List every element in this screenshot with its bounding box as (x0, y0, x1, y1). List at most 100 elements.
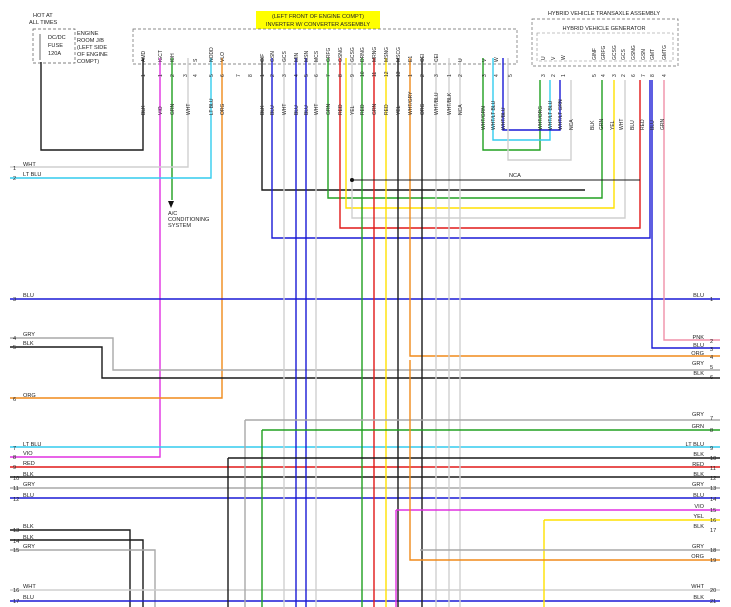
wire-blk-row-13 (10, 529, 131, 607)
ac-line-1: A/C (168, 211, 177, 217)
inverter-pin-name: GRFG (326, 47, 332, 62)
generator-pin-name: W (561, 55, 567, 60)
right-wire-label: GRN (692, 424, 704, 430)
generator-pin-name: GMTG (662, 45, 668, 60)
generator-wire-color: WHT/GRN (481, 106, 487, 130)
generator-pin-number: 4 (662, 74, 668, 77)
wire-gen-v (492, 58, 551, 141)
inverter-pin-name: U (458, 58, 464, 62)
wire-blu-gsn (271, 58, 651, 239)
generator-pin-name: GRFG (601, 45, 607, 60)
left-connector-number: 1 (13, 166, 16, 172)
right-connector-number: 6 (710, 375, 713, 381)
inverter-pin-name: VLO (220, 52, 226, 62)
inverter-pin-number: 2 (420, 74, 426, 77)
inverter-pin-name: S (193, 58, 199, 62)
transaxle-outline (531, 18, 679, 67)
inverter-pin-name: GCS (282, 51, 288, 63)
right-connector-number: 9 (710, 446, 713, 452)
inverter-pin-name: MCS (314, 50, 320, 62)
left-connector-number: 6 (13, 397, 16, 403)
fuse-block: HOT AT ALL TIMES DC/DC FUSE 120A ENGINE … (29, 13, 108, 65)
right-connector-number: 13 (710, 486, 716, 492)
wire-wht-drng (351, 58, 626, 219)
inverter-pin-number: 3 (183, 74, 189, 77)
generator-pin-name: GINF (592, 48, 598, 60)
left-connector-number: 10 (13, 476, 19, 482)
fuse-location-3: (LEFT SIDE (77, 45, 107, 51)
left-wire-label: GRY (23, 332, 35, 338)
inverter-wire-color: GRN (372, 104, 378, 116)
right-connector-number: 12 (710, 476, 716, 482)
right-connector-number: 4 (710, 355, 713, 361)
generator-wire-color: GRN (599, 119, 605, 131)
generator-pin-name: GMT (650, 49, 656, 60)
generator-wire-color: GRN (660, 119, 666, 131)
inverter-wire-color: BLU (304, 105, 310, 115)
wire-org-cei (409, 58, 720, 357)
wire-blk-row-5 (10, 346, 720, 379)
inverter-wire-color: GRN (326, 104, 332, 116)
inverter-wire-color: RED (338, 104, 344, 115)
generator-wire-color: RED (640, 119, 646, 130)
inverter-pin-number: 12 (384, 71, 390, 77)
inverter-wire-color: ORG (220, 104, 226, 116)
left-connector-number: 16 (13, 588, 19, 594)
inverter-pin-name: E1 (408, 56, 414, 62)
inverter-wire-color: YEL (350, 105, 356, 115)
right-wire-label: BLK (693, 472, 704, 478)
right-connector-number: 20 (710, 588, 716, 594)
wire-blk-gif (261, 58, 585, 191)
generator-wire-color: WHT/LT GRN (558, 99, 564, 130)
generator-pin-name: GSN (641, 49, 647, 60)
inverter-wire-color: VIO (158, 106, 164, 115)
right-wire-label: BLU (693, 293, 704, 299)
left-wire-label: ORG (23, 393, 36, 399)
left-wire-label: BLK (23, 535, 34, 541)
left-wire-label: BLU (23, 493, 34, 499)
fuse-location-2: ROOM J/B (77, 38, 104, 44)
inverter-pin-name: MSCG (396, 47, 402, 62)
left-wire-label: WHT (23, 584, 36, 590)
generator-pin-name: V (551, 56, 557, 60)
inverter-header: (LEFT FRONT OF ENGINE COMPT) INVERTER W/… (132, 11, 518, 65)
right-connector-number: 10 (710, 456, 716, 462)
inverter-wire-color: YEL (396, 105, 402, 115)
inverter-wire-color: WHT (314, 104, 320, 115)
right-connector-number: 15 (710, 508, 716, 514)
right-wire-label: YEL (693, 514, 704, 520)
right-wire-label: GRY (692, 544, 704, 550)
wire-vio-igct (10, 58, 161, 458)
inverter-wire-color: WHT (186, 104, 192, 115)
inverter-wire-color: WHT (282, 104, 288, 115)
generator-pin-number: 5 (592, 74, 598, 77)
right-wire-label: BLK (693, 595, 704, 601)
fuse-location-4: OF ENGINE (77, 52, 108, 58)
splice-point (350, 178, 354, 182)
right-connector-number: 1 (710, 297, 713, 303)
inverter-outline (132, 28, 518, 65)
inverter-title-line-1: (LEFT FRONT OF ENGINE COMPT) (272, 14, 364, 20)
nca-label: NCA (509, 173, 521, 179)
ac-system: A/C CONDITIONING SYSTEM (168, 201, 209, 229)
left-connector-number: 5 (13, 345, 16, 351)
generator-pin-number: 4 (601, 74, 607, 77)
right-wire-label: WHT (691, 584, 704, 590)
wire-gen-nca (507, 58, 572, 161)
generator-title: HYBRID VEHICLE GENERATOR (562, 26, 645, 32)
left-connector-number: 3 (13, 297, 16, 303)
left-wire-label: RED (23, 461, 35, 467)
transaxle-header: HYBRID VEHICLE TRANSAXLE ASSEMBLY HYBRID… (531, 11, 679, 67)
generator-wire-color: BLK (590, 120, 596, 130)
right-wire-label: BLK (693, 371, 704, 377)
inverter-pin-number: 5 (209, 74, 215, 77)
inverter-wire-color: ORG (420, 104, 426, 116)
inverter-pin-name: W (494, 57, 500, 62)
wire-yel-gcsg (345, 58, 615, 209)
generator-pin-number: 7 (641, 74, 647, 77)
right-wire-label: VIO (694, 504, 704, 510)
wire-org-row-19 (409, 360, 720, 561)
inverter-pin-number: 8 (248, 74, 254, 77)
